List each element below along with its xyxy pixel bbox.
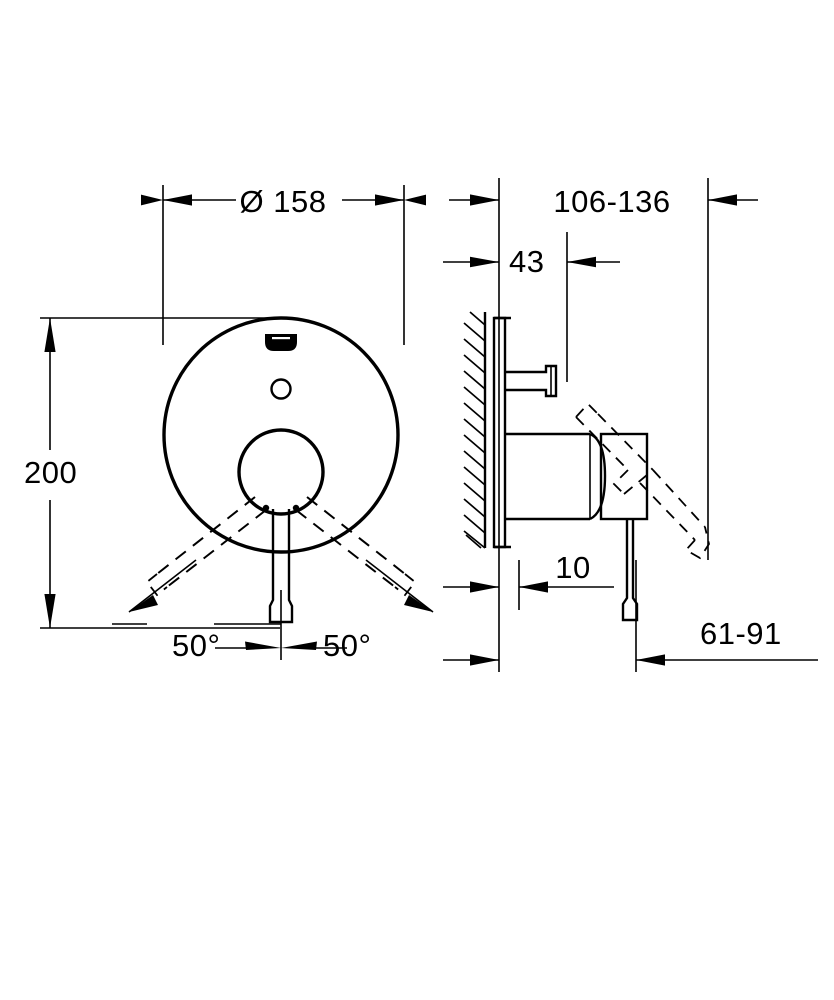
arrowhead-61-91 [636,654,665,666]
dimension-label-height: 200 [24,455,77,490]
grohe-logo-slot [272,337,290,340]
arrowhead-angle-right [404,595,433,612]
arrowhead-angle-left [129,595,158,612]
index-dot-left [262,504,270,512]
arrowhead-106-136-right [708,194,737,206]
lever-position-rotated-dashed [575,402,710,560]
front-view: Ø 158 200 [24,184,434,663]
valve-body [505,432,607,521]
diverter-pin-assembly [505,364,558,398]
valve-body-nose [589,432,607,521]
dimension-label-angle-right: 50° [323,628,371,663]
lever-position-left-dashed [145,496,267,597]
arrowhead-10-right [519,581,548,593]
arrowhead-10-left [470,581,499,593]
handle-block [599,432,649,521]
arrowhead-43-right [567,256,596,268]
arrowhead-106-136-left [470,194,499,206]
side-view: 106-136 43 [443,178,818,672]
arrowhead-angle-apex-right [281,641,317,650]
dimension-label-61-91: 61-91 [700,616,782,651]
dimension-label-diameter: Ø 158 [240,184,327,219]
faceplate-side [492,316,511,549]
index-dot-right [292,504,300,512]
dimension-label-angle-left: 50° [172,628,220,663]
arrowhead-diameter-right [375,194,404,206]
arrowhead-diameter-left [163,194,192,206]
dimension-label-43: 43 [509,244,544,279]
dimension-label-106-136: 106-136 [553,184,670,219]
arrowhead-angle-apex-left [245,641,281,650]
lever-shaft-side [621,519,639,622]
diverter-button [270,378,292,400]
arrowhead-43-left [470,256,499,268]
diverter-pin [505,364,558,398]
arrowhead-height-top [44,318,56,352]
handle-hub [237,428,325,516]
wall-section [463,311,487,549]
dimension-label-10: 10 [555,550,590,585]
wall-section-hatch [463,311,486,549]
faceplate-outer-circle [162,316,400,554]
arrowhead-height-bottom [44,594,56,628]
angle-leader-left [128,559,197,613]
lever-position-right-dashed [295,496,417,597]
angle-leader-right [365,559,434,613]
arrowhead-61-91-anchor [470,654,499,666]
grohe-logo-mark [265,334,297,351]
